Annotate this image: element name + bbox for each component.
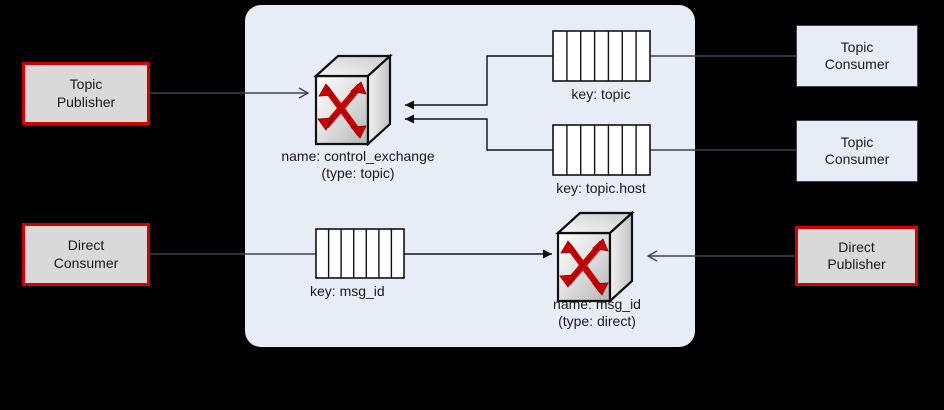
queue-topic-label: key: topic (571, 86, 631, 102)
msg-id-exchange-caption-line-2: (type: direct) (558, 313, 636, 330)
control-exchange-caption-line-1: name: control_exchange (281, 148, 435, 164)
control-exchange-caption: name: control_exchange (type: topic) (281, 148, 434, 183)
connection-queue-topic-to-control-exchange (405, 55, 553, 110)
queue-topic-host-label: key: topic.host (556, 180, 646, 196)
direct-publisher-label-line-1: Direct (838, 238, 875, 255)
topic-publisher-box[interactable]: Topic Publisher (22, 62, 150, 125)
topic-consumer-2-label-line-1: Topic (840, 133, 874, 150)
queue-cells-icon-msg-id (315, 228, 405, 279)
connection-queue-topic-host-to-control-exchange (405, 114, 553, 151)
topic-consumer-1-label-line-2: Consumer (824, 56, 890, 72)
control-exchange-caption-line-2: (type: topic) (321, 165, 395, 182)
topic-consumer-2-label-line-2: Consumer (824, 151, 890, 167)
direct-publisher-box[interactable]: Direct Publisher (795, 226, 918, 286)
exchange-3d-box-icon-msg-id (555, 210, 635, 304)
direct-publisher-label-line-2: Publisher (827, 256, 886, 272)
exchange-3d-box-icon-control-exchange (313, 53, 393, 147)
direct-consumer-box[interactable]: Direct Consumer (22, 223, 150, 286)
topic-publisher-label-line-2: Publisher (56, 93, 116, 110)
topic-consumer-box-2[interactable]: Topic Consumer (796, 120, 918, 182)
queue-cells-icon-topic (552, 30, 651, 82)
msg-id-exchange-caption: name: msg_id (type: direct) (553, 296, 641, 331)
topic-consumer-1-label-line-1: Topic (840, 38, 874, 55)
queue-msg-id-label: key: msg_id (310, 283, 385, 299)
topic-consumer-box-1[interactable]: Topic Consumer (796, 25, 918, 87)
direct-consumer-label-line-1: Direct (67, 237, 105, 254)
msg-id-exchange-caption-line-1: name: msg_id (553, 296, 641, 312)
queue-cells-icon-topic-host (552, 124, 651, 176)
topic-publisher-label-line-1: Topic (69, 76, 103, 93)
direct-consumer-label-line-2: Consumer (53, 254, 119, 271)
